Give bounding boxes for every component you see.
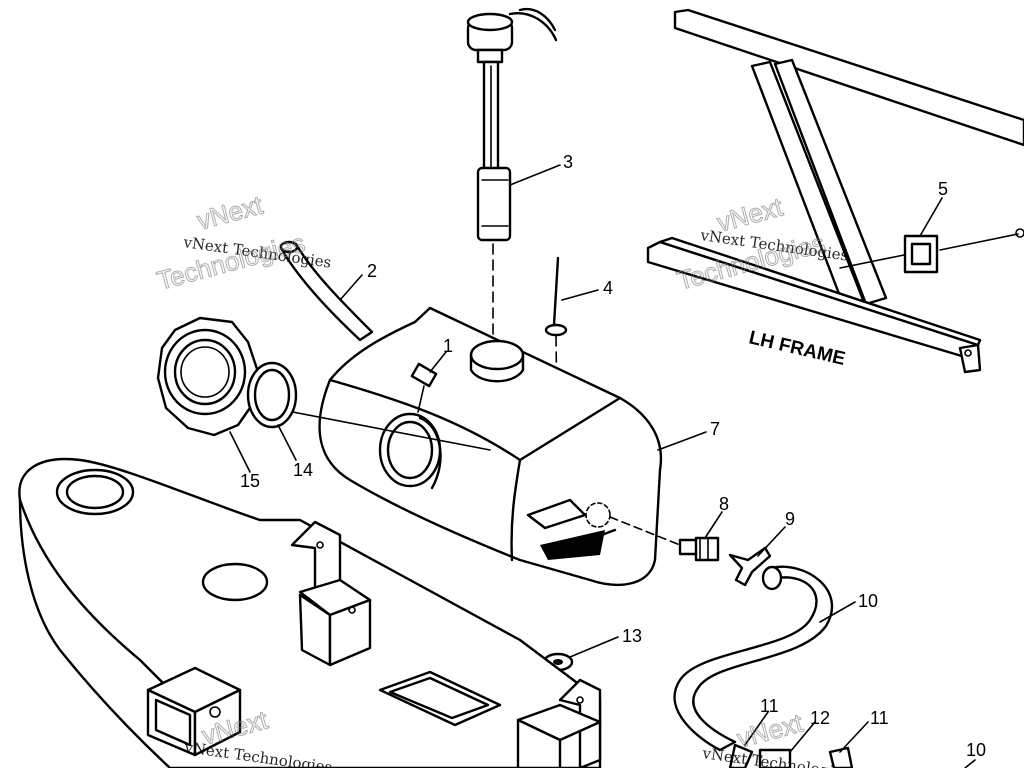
part-11-12-clamps — [728, 743, 854, 768]
svg-text:vNext Technologies: vNext Technologies — [700, 744, 851, 768]
frame-label: LH FRAME — [747, 327, 847, 370]
part-2-vent-hose — [279, 240, 374, 342]
callout-2: 2 — [367, 261, 377, 281]
callout-5: 5 — [938, 179, 948, 199]
callout-11-right: 11 — [870, 708, 889, 728]
svg-text:vNext: vNext — [714, 191, 787, 237]
part-10-fuel-hose — [673, 565, 834, 752]
part-8-fitting — [678, 536, 720, 562]
callout-11: 11 — [760, 696, 779, 716]
svg-text:vNext: vNext — [194, 189, 267, 235]
svg-text:Technologies: Technologies — [154, 228, 308, 296]
part-5-clip — [839, 228, 1024, 274]
part-1-fitting — [410, 362, 438, 413]
callout-10-bottom: 10 — [966, 740, 986, 760]
chassis — [18, 457, 602, 768]
callout-13: 13 — [622, 626, 642, 646]
part-3-fuel-sender — [466, 7, 558, 341]
callout-4: 4 — [603, 278, 613, 298]
callout-15: 15 — [240, 471, 260, 491]
part-14-gasket — [246, 361, 298, 429]
filler-neck — [229, 399, 491, 490]
part-15-fuel-cap — [156, 316, 260, 437]
callouts: 1 2 3 4 5 7 8 9 10 11 12 13 14 15 11 10 — [240, 152, 986, 760]
callout-14: 14 — [293, 460, 313, 480]
leader-lines — [229, 164, 976, 768]
svg-text:vNext: vNext — [734, 707, 807, 753]
callout-1: 1 — [443, 336, 453, 356]
callout-3: 3 — [563, 152, 573, 172]
part-9-clamp — [728, 546, 772, 587]
callout-12: 12 — [810, 708, 830, 728]
part-7-fuel-tank — [318, 306, 681, 587]
callout-10: 10 — [858, 591, 878, 611]
callout-8: 8 — [719, 494, 729, 514]
callout-9: 9 — [785, 509, 795, 529]
lh-frame: LH FRAME — [646, 8, 1024, 374]
callout-7: 7 — [710, 419, 720, 439]
